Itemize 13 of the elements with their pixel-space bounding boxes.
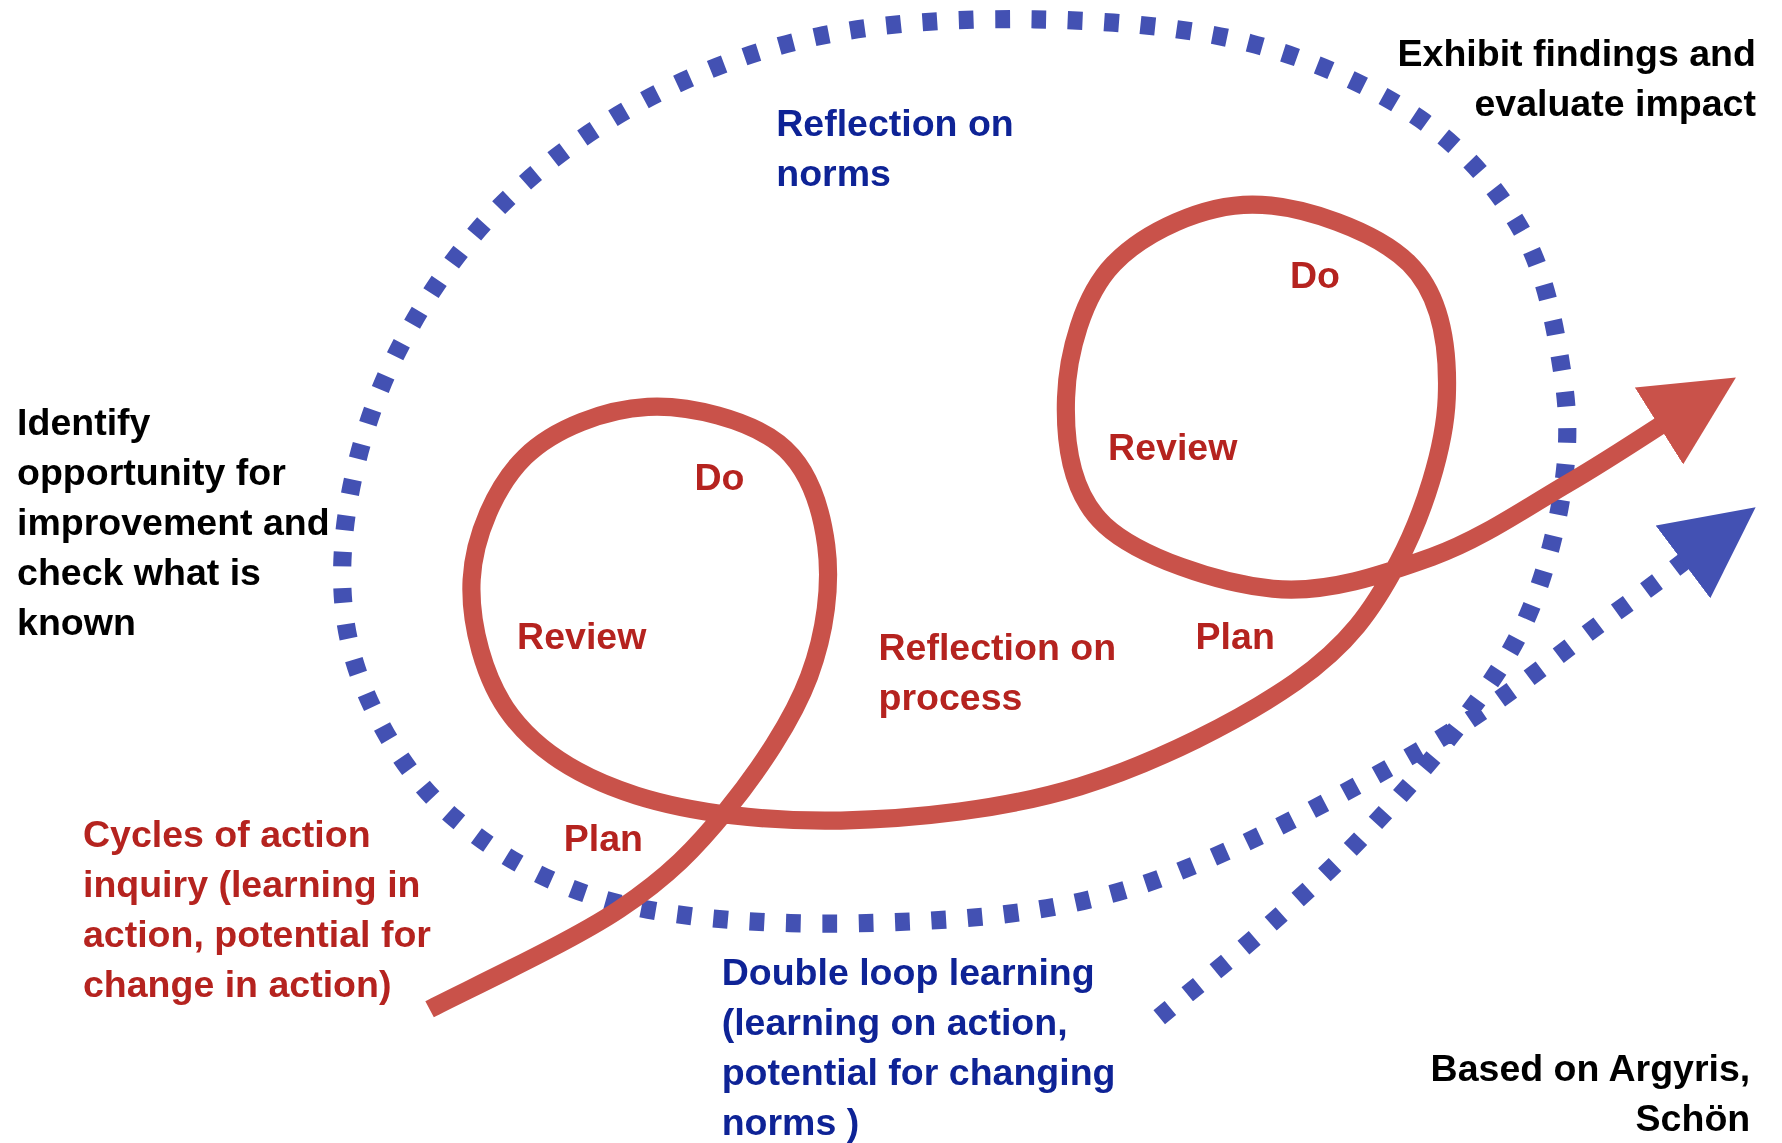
step-label: Review	[517, 613, 648, 659]
step-label: Plan	[1195, 613, 1276, 659]
step-label: Do	[1289, 252, 1341, 298]
loop-label: Reflection on norms	[776, 101, 1015, 197]
note-text: Identify opportunity for improvement and check what is known	[17, 400, 331, 646]
step-label: Review	[1108, 425, 1239, 471]
step-label: Do	[694, 454, 746, 500]
note-text: Double loop learning (learning on action, potential for changing norms )	[721, 950, 1117, 1143]
note-text: Cycles of action inquiry (learning in action, potential for change in action)	[82, 811, 432, 1007]
step-label: Plan	[563, 816, 644, 862]
caption-text: Based on Argyris, Schön	[1429, 1045, 1751, 1141]
note-text: Exhibit findings and evaluate impact	[1396, 30, 1756, 126]
loop-label: Reflection on process	[878, 625, 1118, 721]
